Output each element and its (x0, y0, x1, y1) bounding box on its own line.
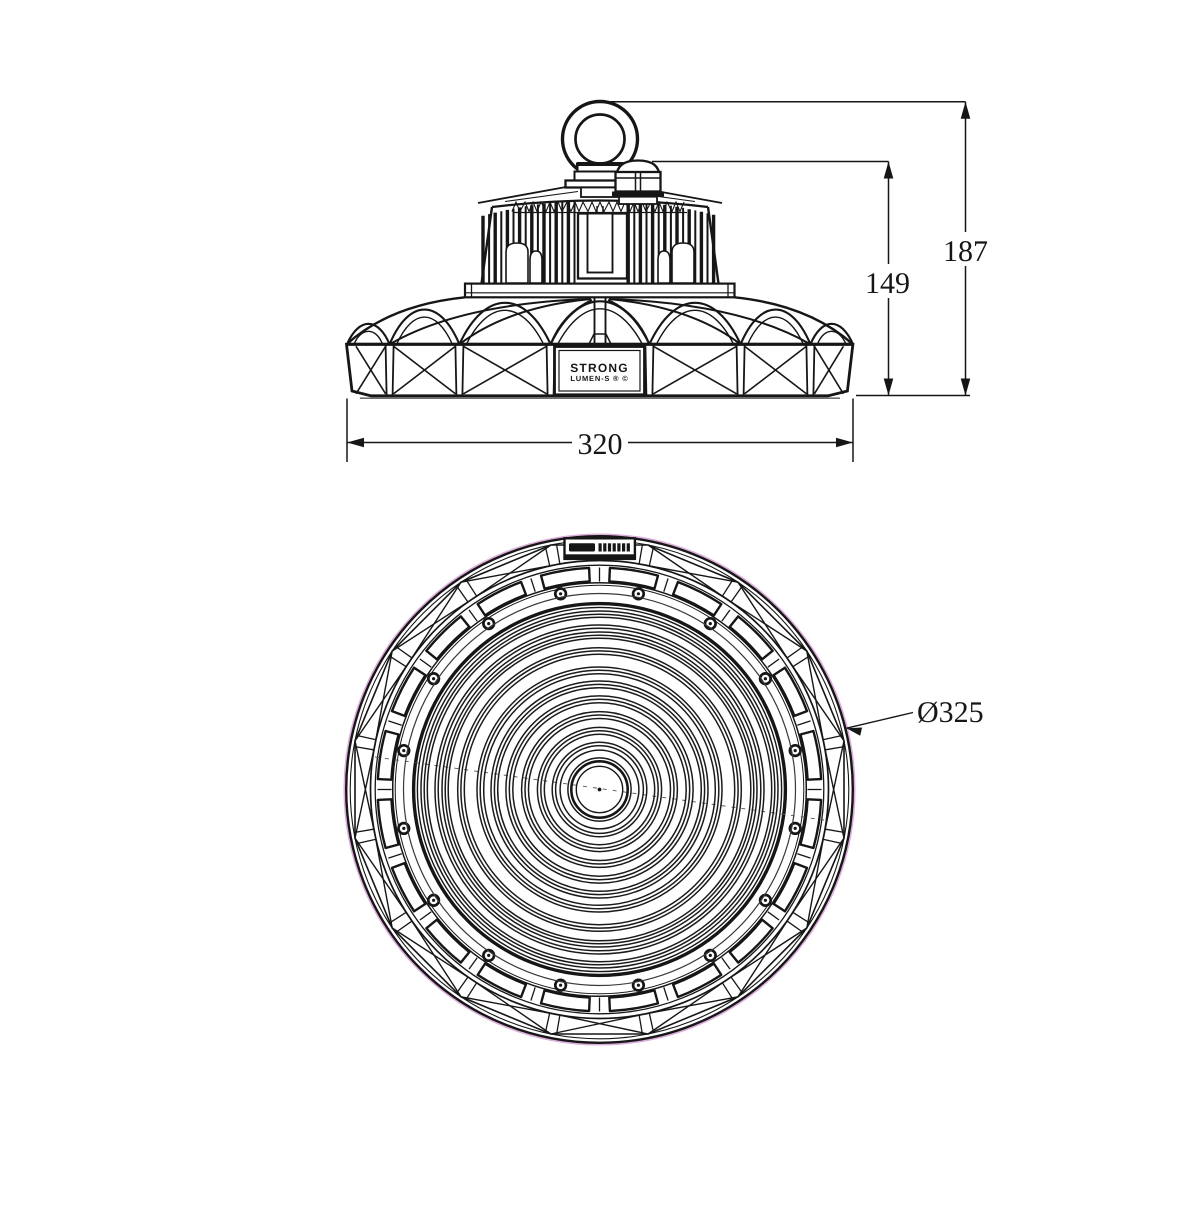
svg-text:Ø325: Ø325 (917, 696, 984, 729)
svg-text:149: 149 (865, 267, 910, 300)
svg-text:187: 187 (943, 235, 988, 268)
svg-text:LUMEN-S ® ©: LUMEN-S ® © (570, 374, 628, 383)
svg-text:320: 320 (578, 428, 623, 461)
svg-text:STRONG: STRONG (570, 361, 629, 375)
